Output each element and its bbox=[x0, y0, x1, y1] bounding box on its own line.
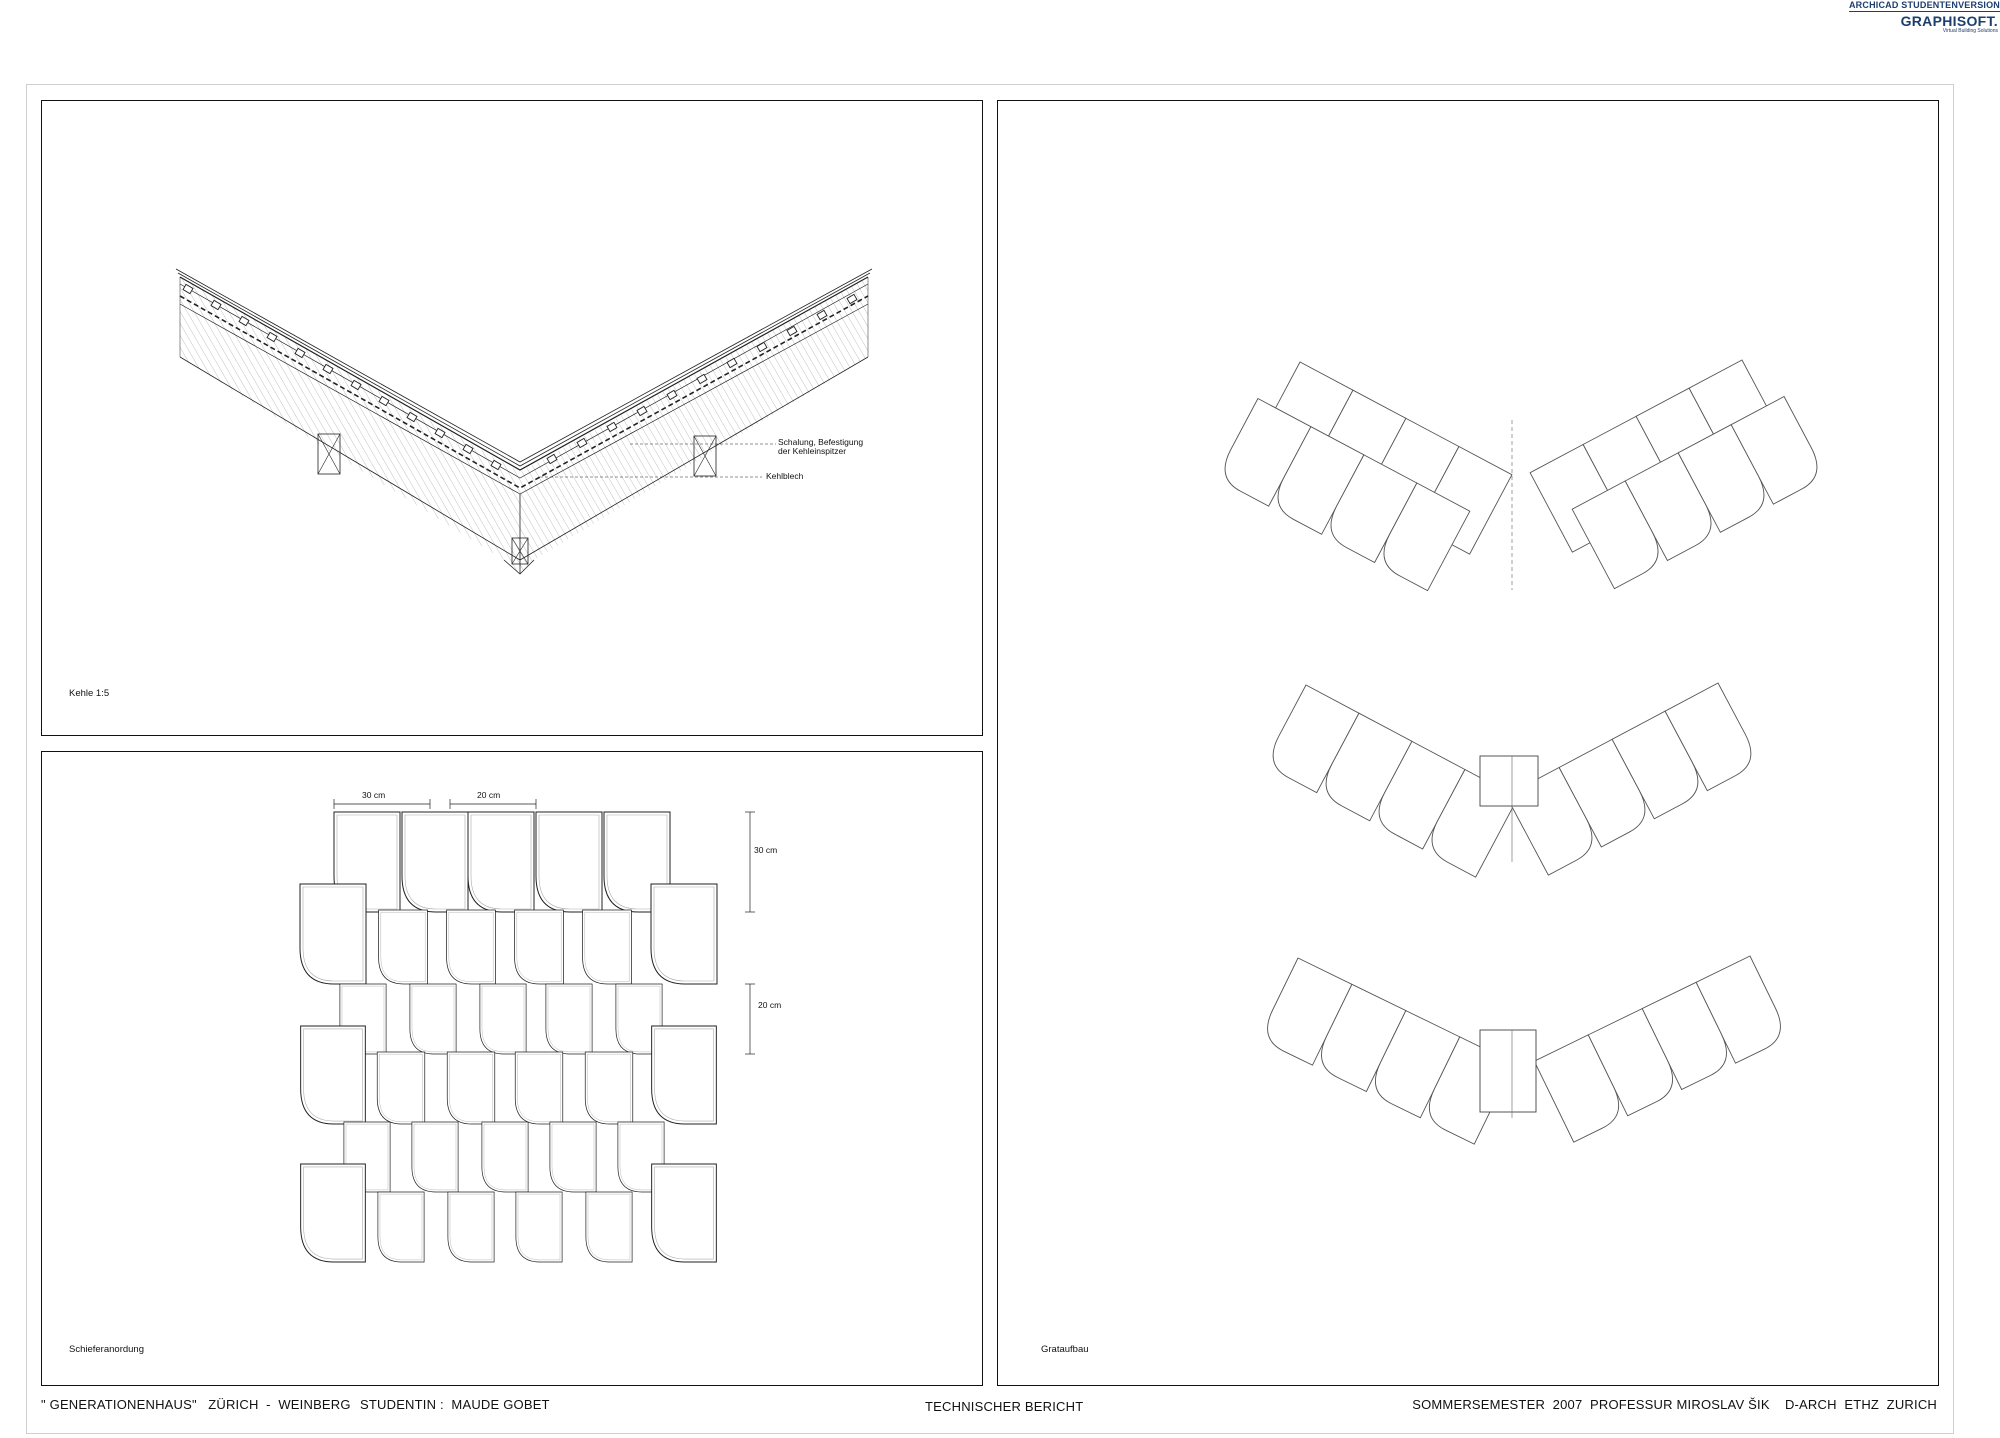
archicad-studentversion-label: ARCHICAD STUDENTENVERSION bbox=[1848, 0, 2000, 12]
dim-height-20cm: 20 cm bbox=[758, 1000, 782, 1010]
footer-semester-info: SOMMERSEMESTER 2007 PROFESSUR MIROSLAV Š… bbox=[1412, 1397, 1937, 1412]
graphisoft-logo: GRAPHISOFT. bbox=[1900, 13, 1998, 29]
annotation-schalung-line2: der Kehleinspitzer bbox=[778, 446, 847, 456]
kehle-section-drawing bbox=[175, 268, 873, 575]
footer-document-type: TECHNISCHER BERICHT bbox=[925, 1399, 1084, 1414]
annotation-schalung-line1: Schalung, Befestigung bbox=[778, 437, 864, 447]
dim-width-20cm: 20 cm bbox=[477, 790, 501, 800]
drawing-sheet bbox=[26, 84, 1954, 1434]
dim-width-30cm: 30 cm bbox=[362, 790, 386, 800]
footer-project-title: " GENERATIONENHAUS" ZÜRICH - WEINBERG bbox=[41, 1397, 351, 1412]
caption-grataufbau: Grataufbau bbox=[1041, 1344, 1089, 1355]
annotation-kehlblech: Kehlblech bbox=[766, 471, 804, 481]
footer-student: STUDENTIN : MAUDE GOBET bbox=[360, 1397, 550, 1412]
slate-elevation-drawing bbox=[299, 799, 755, 1263]
ridge-assembly-2 bbox=[1263, 682, 1761, 878]
ridge-assembly-3 bbox=[1258, 955, 1790, 1145]
caption-kehle: Kehle 1:5 bbox=[69, 688, 110, 699]
dim-height-30cm: 30 cm bbox=[754, 845, 778, 855]
graphisoft-tagline: Virtual Building Solutions bbox=[1942, 28, 1998, 34]
kehle-detail-panel bbox=[41, 100, 983, 736]
ridge-assembly-1 bbox=[1215, 359, 1827, 592]
ridge-build-up-panel bbox=[997, 100, 1939, 1386]
caption-schieferanordung: Schieferanordung bbox=[69, 1344, 144, 1355]
